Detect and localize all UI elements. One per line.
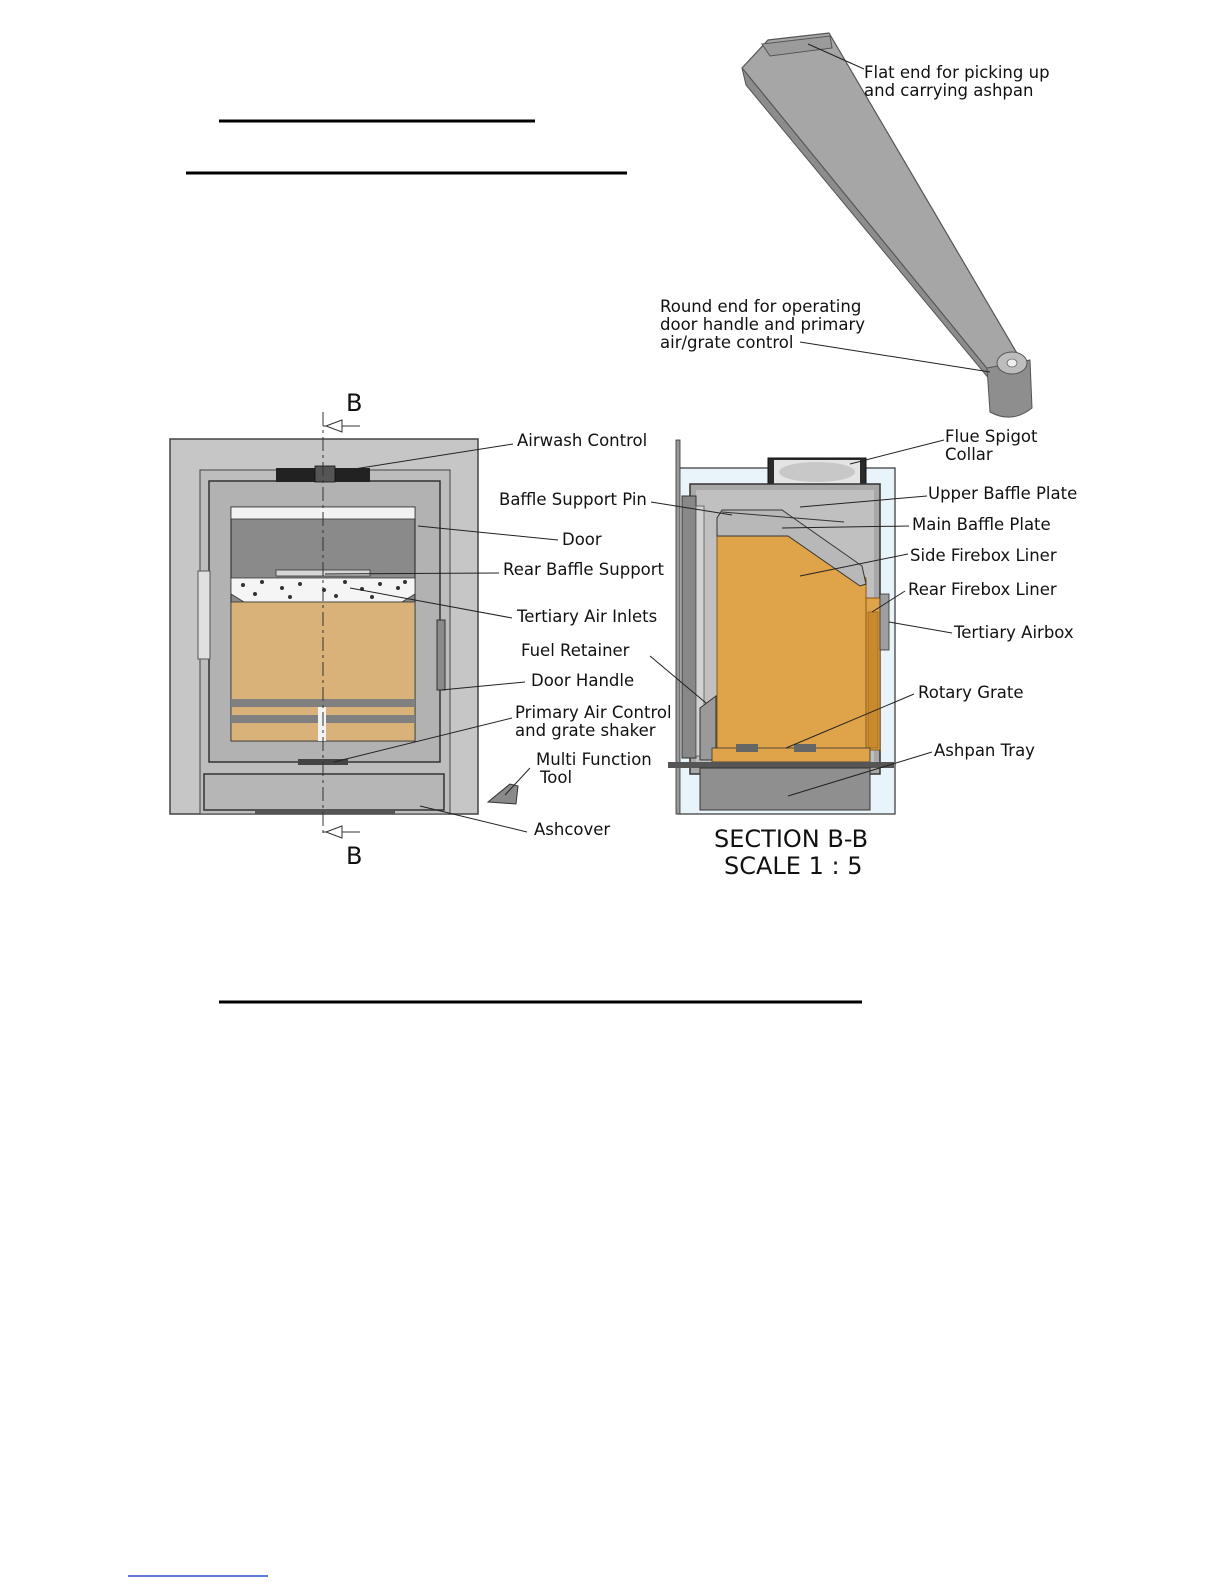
flue-spigot-collar-label: Flue Spigot Collar (945, 427, 1043, 464)
fuel-retainer-label: Fuel Retainer (521, 641, 630, 660)
section-mark-bottom: B (346, 842, 362, 870)
round-end-label: Round end for operating door handle and … (660, 297, 870, 352)
primary-air-control-label: Primary Air Control and grate shaker (515, 703, 677, 740)
section-title: SECTION B-B (714, 825, 868, 853)
front-view (169, 438, 519, 815)
multi-function-tool-illustration (741, 32, 1033, 418)
ashpan-tray-label: Ashpan Tray (934, 741, 1035, 760)
rear-firebox-liner-label: Rear Firebox Liner (908, 580, 1057, 599)
side-firebox-liner-label: Side Firebox Liner (910, 546, 1057, 565)
flat-end-leader (807, 43, 865, 70)
airwash-control-label: Airwash Control (517, 431, 647, 450)
door-handle-label: Door Handle (531, 671, 634, 690)
tertiary-airbox-label: Tertiary Airbox (953, 623, 1074, 642)
flat-end-label: Flat end for picking up and carrying ash… (864, 63, 1055, 100)
section-scale: SCALE 1 : 5 (724, 852, 862, 880)
rear-baffle-support-label: Rear Baffle Support (503, 560, 665, 579)
upper-baffle-plate-label: Upper Baffle Plate (928, 484, 1077, 503)
ashcover-label: Ashcover (534, 820, 610, 839)
round-end-leader (799, 341, 991, 373)
section-mark-top: B (346, 389, 362, 417)
door-label: Door (562, 530, 602, 549)
main-baffle-plate-label: Main Baffle Plate (912, 515, 1051, 534)
baffle-support-pin-label: Baffle Support Pin (499, 490, 647, 509)
tertiary-air-inlets-label: Tertiary Air Inlets (516, 607, 657, 626)
rotary-grate-label: Rotary Grate (918, 683, 1024, 702)
section-view (668, 439, 896, 815)
multi-function-tool-label: Multi Function Tool (536, 750, 657, 787)
